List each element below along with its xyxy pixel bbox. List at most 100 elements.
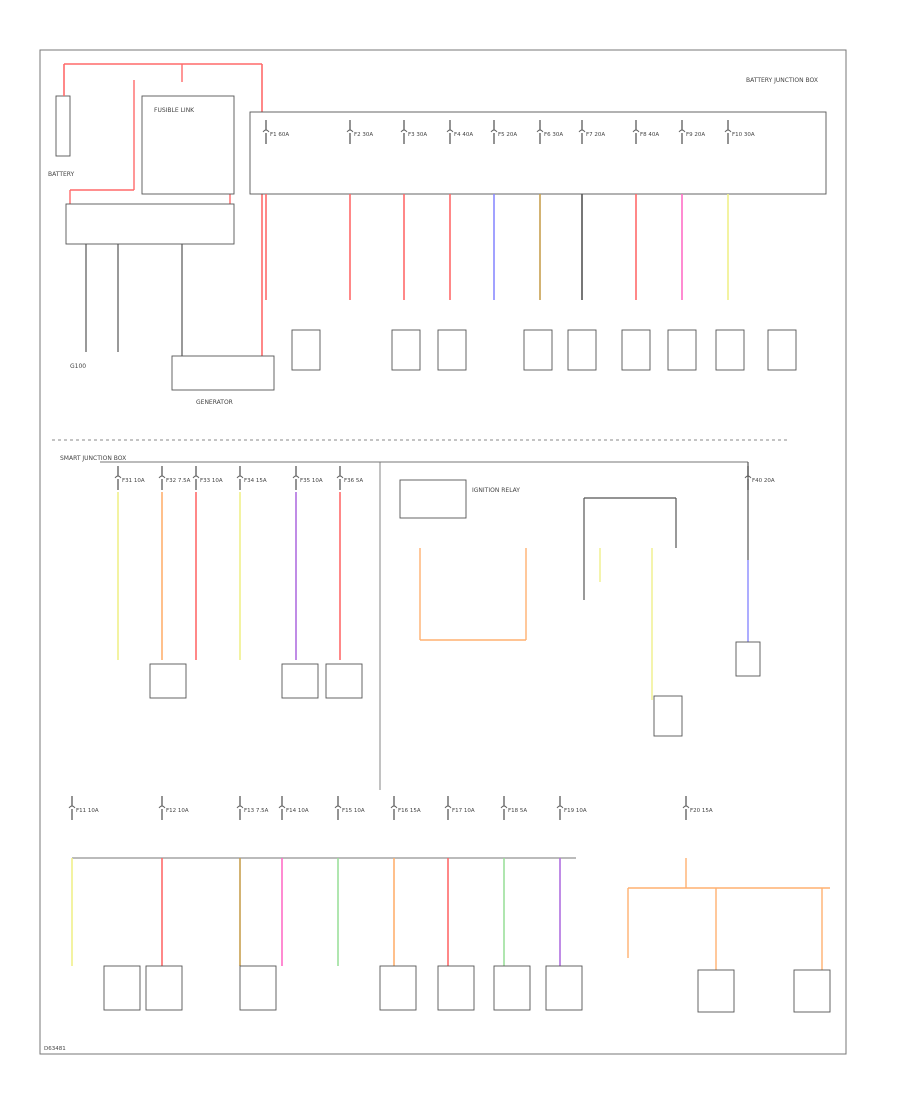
bottom-load-1 [103, 965, 141, 1011]
top-fuse-6-label: F6 30A [544, 132, 563, 138]
bottom-fuse-3-label: F13 7.5A [244, 808, 269, 814]
top-fuse-4-label: F4 40A [454, 132, 473, 138]
middle-fuse-6-label: F36 5A [344, 478, 363, 484]
middle-fuse-5-element [292, 475, 300, 479]
middle-fuse-4-label: F34 15A [244, 478, 267, 484]
ground-label: G100 [70, 363, 86, 370]
bottom-load-7 [545, 965, 583, 1011]
bottom-fuse-7-element [444, 805, 452, 809]
fusible-link-box [65, 203, 235, 245]
bottom-fuse-8-label: F18 5A [508, 808, 527, 814]
top-fuse-1-element [262, 129, 270, 133]
bottom-fuse-2-label: F12 10A [166, 808, 189, 814]
top-fuse-row: F1 60A F2 30A F3 30A F4 40A F5 20A F6 30A F7 2… [262, 120, 755, 144]
middle-output-wires [117, 492, 341, 660]
junction-box-label: BATTERY JUNCTION BOX [746, 77, 818, 84]
top-load-3 [437, 329, 467, 371]
bottom-fuse-2: F12 10A [158, 796, 189, 820]
battery-label: BATTERY [48, 171, 75, 178]
top-fuse-9: F9 20A [678, 120, 705, 144]
top-fuse-3-element [400, 129, 408, 133]
middle-fuse-6: F36 5A [336, 466, 363, 490]
bottom-fuse-2-element [158, 805, 166, 809]
bottom-fuse-4-label: F14 10A [286, 808, 309, 814]
bottom-fuse-9-label: F19 10A [564, 808, 587, 814]
top-fuse-4-element [446, 129, 454, 133]
top-fuse-7-element [578, 129, 586, 133]
bottom-fuse-5-element [334, 805, 342, 809]
bottom-load-6 [493, 965, 531, 1011]
middle-fuse-3: F33 10A [192, 466, 223, 490]
footer-code: D63481 [44, 1046, 66, 1052]
bottom-load-3 [239, 965, 277, 1011]
bottom-fuse-10-element [682, 805, 690, 809]
bottom-fuse-3: F13 7.5A [236, 796, 269, 820]
bottom-load-components [103, 965, 583, 1011]
top-fuse-7: F7 20A [578, 120, 605, 144]
ignition-relay-label: IGNITION RELAY [472, 487, 520, 494]
bottom-fuse-7-label: F17 10A [452, 808, 475, 814]
battery-circuit: BATTERY G100 FUSIBLE LINK [48, 63, 263, 370]
bottom-output-wires [71, 858, 561, 966]
fusible-link-label: FUSIBLE LINK [154, 107, 195, 114]
bottom-right-circuit [627, 858, 831, 1013]
middle-fuse-5: F35 10A [292, 466, 323, 490]
bottom-load-4 [379, 965, 417, 1011]
bottom-fuse-5-label: F15 10A [342, 808, 365, 814]
battery-box [55, 95, 71, 157]
ignition-relay: IGNITION RELAY [399, 479, 527, 641]
top-fuse-5-label: F5 20A [498, 132, 517, 138]
top-load-6 [621, 329, 651, 371]
top-output-wires [265, 194, 729, 300]
top-fuse-6-element [536, 129, 544, 133]
bottom-fuse-4: F14 10A [278, 796, 309, 820]
middle-fuse-1-element [114, 475, 122, 479]
bottom-right-module-1 [697, 969, 735, 1013]
bottom-fuse-3-element [236, 805, 244, 809]
bottom-load-2 [145, 965, 183, 1011]
top-load-9 [767, 329, 797, 371]
top-fuse-5-element [490, 129, 498, 133]
middle-fuse-2: F32 7.5A [158, 466, 191, 490]
top-load-2 [391, 329, 421, 371]
bottom-fuse-7: F17 10A [444, 796, 475, 820]
bottom-fuse-1-label: F11 10A [76, 808, 99, 814]
bottom-fuse-10: F20 15A [682, 796, 713, 820]
right-side-circuit [583, 462, 761, 700]
top-fuse-9-element [678, 129, 686, 133]
top-fuse-1-label: F1 60A [270, 132, 289, 138]
bottom-fuse-5: F15 10A [334, 796, 365, 820]
middle-load-3 [325, 663, 363, 699]
middle-fuse-3-element [192, 475, 200, 479]
diagram-frame [39, 49, 847, 1055]
junction-box-outline [249, 111, 827, 195]
bottom-fuse-8: F18 5A [500, 796, 527, 820]
top-load-7 [667, 329, 697, 371]
bottom-fuse-1: F11 10A [68, 796, 99, 820]
middle-load-4 [653, 695, 683, 737]
bottom-right-module-2 [793, 969, 831, 1013]
top-fuse-9-label: F9 20A [686, 132, 705, 138]
middle-fuse-5-label: F35 10A [300, 478, 323, 484]
top-fuse-6: F6 30A [536, 120, 563, 144]
top-fuse-3: F3 30A [400, 120, 427, 144]
bottom-load-5 [437, 965, 475, 1011]
middle-load-2 [281, 663, 319, 699]
middle-fuse-2-element [158, 475, 166, 479]
middle-fuse-4-element [236, 475, 244, 479]
middle-load-1 [149, 663, 187, 699]
top-fuse-2: F2 30A [346, 120, 373, 144]
generator-circuit: GENERATOR [171, 244, 275, 406]
bottom-fuse-4-element [278, 805, 286, 809]
middle-fuse-1-label: F31 10A [122, 478, 145, 484]
top-fuse-2-label: F2 30A [354, 132, 373, 138]
middle-fuse-1: F31 10A [114, 466, 145, 490]
bottom-fuse-6-element [390, 805, 398, 809]
bottom-fuse-9-element [556, 805, 564, 809]
top-fuse-3-label: F3 30A [408, 132, 427, 138]
power-distribution-box [141, 95, 235, 195]
middle-fuse-4: F34 15A [236, 466, 267, 490]
top-load-4 [523, 329, 553, 371]
